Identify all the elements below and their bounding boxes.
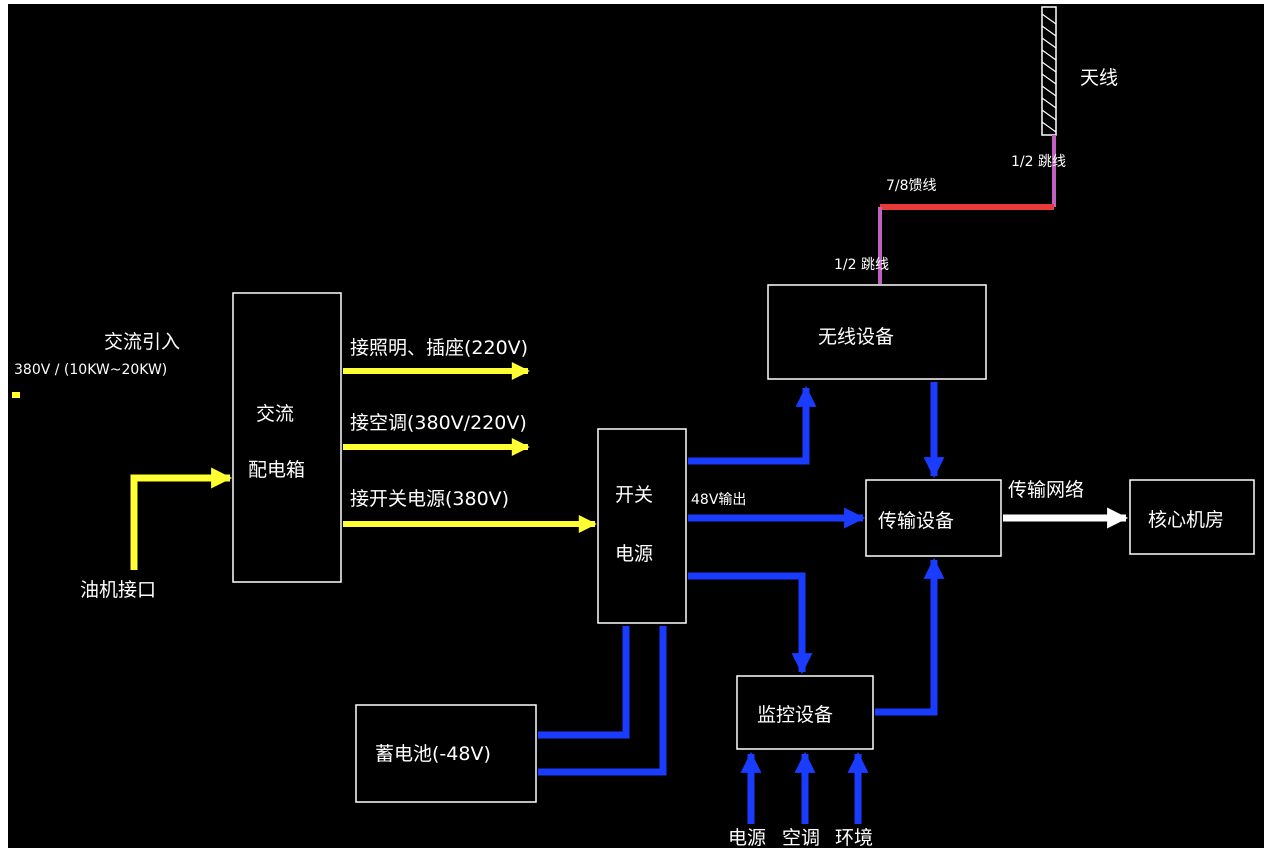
- ac-distribution-box: [232, 292, 342, 583]
- monitor-input-environment: 环境: [835, 827, 873, 848]
- core-room-label: 核心机房: [1148, 509, 1224, 531]
- lighting-label: 接照明、插座(220V): [350, 337, 528, 359]
- transmission-device-label: 传输设备: [878, 510, 954, 532]
- ac-input-spec: 380V / (10KW~20KW): [14, 362, 167, 378]
- ac-box-line1: 交流: [256, 403, 294, 425]
- feeder-label: 7/8馈线: [886, 178, 937, 194]
- output-48v-label: 48V输出: [691, 492, 746, 508]
- switch-psu-line2: 电源: [615, 543, 653, 565]
- wireless-device-label: 无线设备: [818, 326, 894, 348]
- battery-label: 蓄电池(-48V): [375, 743, 491, 765]
- monitoring-to-transmission-arrow: [875, 557, 945, 716]
- battery-box: [355, 704, 537, 803]
- switch-psu-feed-label: 接开关电源(380V): [350, 488, 509, 510]
- battery-link-1: [538, 626, 630, 739]
- generator-port-label: 油机接口: [80, 579, 156, 601]
- jumper-top-label: 1/2 跳线: [1011, 154, 1066, 170]
- battery-link-2: [538, 626, 667, 776]
- monitoring-device-label: 监控设备: [757, 704, 833, 726]
- aircon-label: 接空调(380V/220V): [350, 412, 527, 434]
- generator-arrow: [130, 467, 233, 570]
- jumper-bottom-label: 1/2 跳线: [834, 257, 889, 273]
- monitoring-device-box: [736, 675, 874, 750]
- ac-box-line2: 配电箱: [248, 459, 305, 481]
- power-system-diagram: 天线 1/2 跳线 7/8馈线 1/2 跳线 交流引入 380V / (10KW…: [12, 6, 1255, 848]
- ac-input-label: 交流引入: [104, 331, 180, 353]
- antenna-icon: [1041, 6, 1057, 136]
- psu-to-wireless-arrow: [688, 385, 817, 465]
- monitor-input-aircon: 空调: [782, 827, 820, 848]
- core-room-box: [1129, 479, 1255, 555]
- psu-to-monitoring-arrow: [688, 572, 813, 675]
- switch-psu-line1: 开关: [615, 484, 653, 506]
- diagram-canvas: 天线 1/2 跳线 7/8馈线 1/2 跳线 交流引入 380V / (10KW…: [8, 4, 1264, 848]
- ac-input-stub: [12, 392, 20, 398]
- monitor-input-power: 电源: [728, 827, 766, 848]
- wireless-device-box: [767, 284, 987, 380]
- transmission-network-label: 传输网络: [1008, 479, 1084, 501]
- switch-psu-box: [597, 428, 687, 624]
- transmission-device-box: [865, 479, 1002, 557]
- antenna-label: 天线: [1080, 67, 1118, 89]
